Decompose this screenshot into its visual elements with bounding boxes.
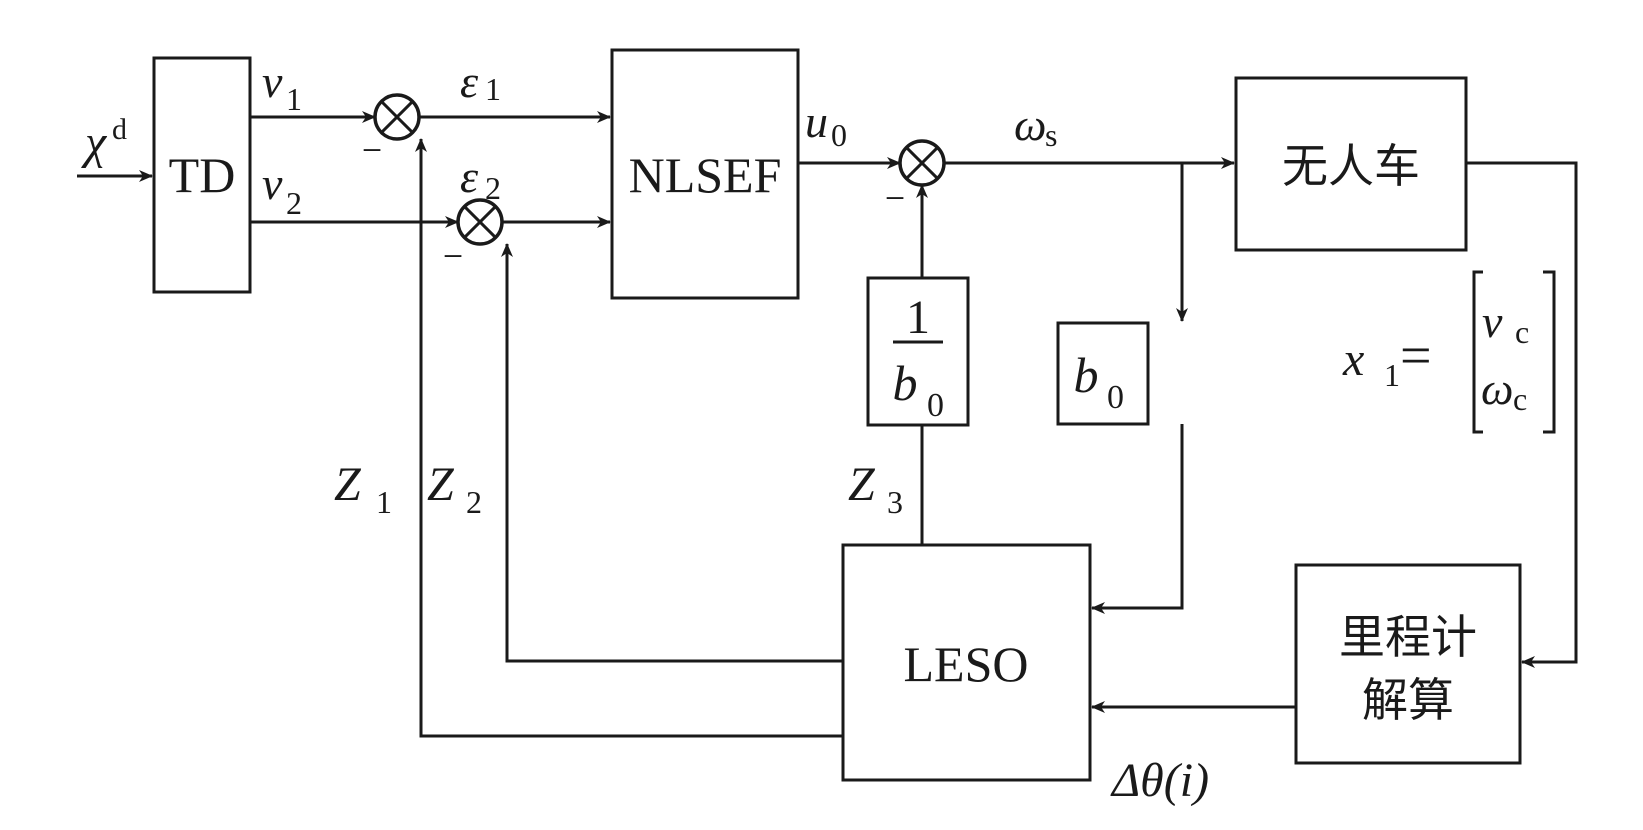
odometry-label-line1: 里程计 bbox=[1339, 610, 1477, 664]
x1-label-sub: 1 bbox=[1384, 357, 1400, 393]
sum3-minus-sign: − bbox=[885, 178, 905, 218]
x1-label: x bbox=[1342, 333, 1364, 386]
omega-s-label: ω bbox=[1014, 99, 1046, 150]
leso-block bbox=[841, 543, 1092, 782]
z1-label-sub: 1 bbox=[376, 484, 392, 520]
b0-label: b bbox=[1074, 347, 1099, 403]
wc-label-sub: c bbox=[1513, 381, 1527, 417]
odometry-block bbox=[1294, 563, 1522, 765]
v2-label: v bbox=[262, 158, 283, 209]
z3-label: Z bbox=[848, 458, 876, 511]
sum-junction-3 bbox=[898, 139, 946, 187]
v1-label-sub: 1 bbox=[286, 81, 302, 117]
eps1-label-sub: 1 bbox=[485, 71, 501, 107]
eps1-label: ε bbox=[460, 56, 479, 107]
td-block bbox=[152, 56, 252, 294]
z1-feedback-arrow bbox=[415, 138, 843, 738]
inv-b0-denominator: b bbox=[893, 355, 918, 411]
td-label: TD bbox=[169, 147, 236, 203]
inv-b0-denominator-sub: 0 bbox=[927, 387, 944, 424]
vc-label: v bbox=[1482, 296, 1503, 347]
delta-theta-label: Δθ(i) bbox=[1110, 754, 1209, 807]
x1-equals: = bbox=[1400, 325, 1432, 387]
leso-label: LESO bbox=[904, 636, 1029, 692]
nlsef-label: NLSEF bbox=[629, 147, 782, 203]
inv-b0-numerator: 1 bbox=[906, 291, 930, 344]
b0-block bbox=[1056, 321, 1150, 426]
omega-s-label-sub: s bbox=[1045, 117, 1057, 153]
z2-feedback-arrow bbox=[501, 243, 843, 663]
input-label-sup: d bbox=[112, 113, 127, 146]
u0-label: u bbox=[805, 96, 828, 147]
sum-junction-2 bbox=[456, 198, 504, 246]
inv-b0-block bbox=[866, 276, 970, 427]
v1-label: v bbox=[262, 56, 283, 107]
sum-junction-1 bbox=[373, 93, 421, 141]
b0-to-leso-arrow bbox=[1091, 424, 1184, 614]
vehicle-to-odometry-arrow bbox=[1466, 161, 1578, 668]
input-label: χ bbox=[81, 116, 108, 169]
vehicle-block bbox=[1234, 76, 1468, 252]
eps2-label: ε bbox=[460, 151, 479, 202]
vehicle-label: 无人车 bbox=[1282, 139, 1420, 193]
matrix-brackets bbox=[1472, 270, 1556, 434]
sum2-minus-sign: − bbox=[443, 236, 463, 276]
odometry-label-line2: 解算 bbox=[1362, 673, 1454, 727]
z2-label-sub: 2 bbox=[466, 484, 482, 520]
sum1-minus-sign: − bbox=[362, 130, 382, 170]
wc-label: ω bbox=[1481, 363, 1513, 414]
vc-label-sub: c bbox=[1515, 314, 1529, 350]
v2-label-sub: 2 bbox=[286, 185, 302, 221]
eps2-label-sub: 2 bbox=[485, 170, 501, 206]
b0-label-sub: 0 bbox=[1107, 379, 1124, 416]
z3-label-sub: 3 bbox=[887, 484, 903, 520]
z1-label: Z bbox=[334, 458, 362, 511]
z2-label: Z bbox=[427, 458, 455, 511]
nlsef-block bbox=[610, 48, 800, 300]
u0-label-sub: 0 bbox=[831, 117, 847, 153]
